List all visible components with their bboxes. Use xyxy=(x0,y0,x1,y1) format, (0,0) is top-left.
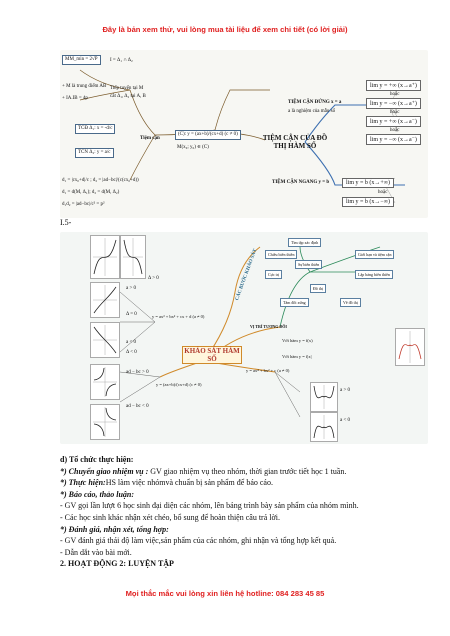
case-label: Δ = 0 xyxy=(126,312,137,317)
intersection-formula: I = Δ₁ ∩ Δ₂ xyxy=(110,58,133,63)
cubic-graph-delta-neg xyxy=(90,322,120,358)
mindmap2-center: KHẢO SÁT HÀM SỐ xyxy=(182,346,242,364)
activity-line: *) Thực hiện:HS làm việc nhómvà chuẩn bị… xyxy=(60,478,273,488)
min-distance-box: MM_min = 2√P xyxy=(62,55,101,65)
mindmap1-center: TIỆM CẬN CỦA ĐỒ THỊ HÀM SỐ xyxy=(262,134,328,150)
bottom-banner: Mọi thắc mắc vui lòng xin liên hệ hotlin… xyxy=(125,589,325,598)
distance-formula-3: d₁d₂ = |ad−bc|/c² = p² xyxy=(62,202,105,207)
activity-line: - GV đánh giá thái độ làm việc,sản phẩm … xyxy=(60,536,337,546)
or-label: hoặc xyxy=(390,128,400,133)
activity-line: *) Báo cáo, thảo luận: xyxy=(60,489,135,499)
cubic-graph-delta-zero xyxy=(90,282,120,318)
case-label: ad − bc > 0 xyxy=(126,370,149,375)
rational-graph-neg xyxy=(90,404,120,440)
note-product: + IA.IB = 4p xyxy=(62,96,88,101)
or-label: hoặc xyxy=(378,190,388,195)
vertical-asymptote-title: TIỆM CẬN ĐỨNG x = a xyxy=(288,100,342,105)
asymptote-branch: Tiệm cận xyxy=(140,136,160,141)
quartic-graph-a-neg xyxy=(310,412,338,442)
vertical-limit: lim y = +∞ (x→a⁺) xyxy=(366,80,421,91)
function-case-a: Với hàm y = f(x) xyxy=(282,338,313,343)
step-box: Giới hạn và tiệm cận xyxy=(355,250,395,259)
horizontal-limit: lim y = b (x→+∞) xyxy=(342,178,395,188)
case-label: a < 0 xyxy=(340,418,351,423)
or-label: hoặc xyxy=(390,92,400,97)
note-midpoint: + M là trung điểm AB xyxy=(62,84,107,89)
step-box: Chiều biến thiên xyxy=(265,250,298,259)
horizontal-asymptote-title: TIỆM CẬN NGANG y = b xyxy=(272,180,330,185)
step-box: Cực trị xyxy=(265,270,283,279)
case-label: a > 0 xyxy=(126,286,137,291)
case-label: ad − bc < 0 xyxy=(126,404,149,409)
case-label: Δ < 0 xyxy=(126,350,137,355)
note-intersect: cắt Δ₁, Δ₂ tại A, B xyxy=(110,94,146,99)
section-label: I.5- xyxy=(60,218,72,227)
step-box: Sự biến thiên xyxy=(295,260,323,269)
or-label: hoặc xyxy=(390,110,400,115)
case-label: a < 0 xyxy=(126,340,137,345)
step-box: Lập bảng biến thiên xyxy=(355,270,393,279)
activity-line: - Các học sinh khác nhận xét chéo, bổ su… xyxy=(60,512,280,522)
activity-heading: d) Tổ chức thực hiện: xyxy=(60,455,134,464)
quartic-formula: y = ax⁴ + bx² + c (a ≠ 0) xyxy=(246,368,290,373)
activity-line: - GV gọi lần lượt 6 học sinh đại diện cá… xyxy=(60,501,359,511)
activity-line: *) Đánh giá, nhận xét, tổng hợp: xyxy=(60,524,169,534)
activity-2-heading: 2. HOẠT ĐỘNG 2: LUYỆN TẬP xyxy=(60,559,174,569)
relation-title: VỊ TRÍ TƯƠNG ĐỐI xyxy=(250,324,287,329)
curve-formula: (C): y = (ax+b)/(cx+d) (c ≠ 0) xyxy=(175,130,241,140)
rational-graph-pos xyxy=(90,364,120,400)
cubic-formula: y = ax³ + bx² + cx + d (a ≠ 0) xyxy=(152,314,205,319)
asymptote-mindmap: MM_min = 2√P I = Δ₁ ∩ Δ₂ + M là trung đi… xyxy=(60,50,428,218)
vertical-asymptote-note: a là nghiệm của mẫu số xyxy=(288,109,336,114)
step-box: Tâm đối xứng xyxy=(280,298,309,307)
quartic-graph-a-pos xyxy=(310,382,338,412)
distance-formula-2: d₁ = d(M, Δ₁); d₂ = d(M, Δ₂) xyxy=(62,190,120,195)
step-box: Đồ thị xyxy=(310,284,327,293)
case-label: Δ > 0 xyxy=(148,276,159,281)
function-survey-mindmap: a > 0 Δ > 0 Δ = 0 Δ < 0 a < 0 ad − bc > … xyxy=(60,232,428,444)
absolute-graph xyxy=(395,328,425,366)
case-label: a > 0 xyxy=(340,388,351,393)
cubic-graph-a-pos xyxy=(90,235,120,279)
function-case-b: Với hàm y = f|x| xyxy=(282,354,312,359)
horizontal-limit: lim y = b (x→−∞) xyxy=(342,197,395,207)
vertical-limit: lim y = −∞ (x→a⁻) xyxy=(366,134,421,145)
step-box: Vẽ đồ thị xyxy=(340,298,361,307)
activity-line: *) Chuyển giao nhiệm vụ : GV giao nhiệm … xyxy=(60,466,347,476)
point-on-curve: M(x₀; y₀) ∈ (C) xyxy=(177,145,209,150)
horizontal-asymptote-formula: TCN Δ₂: y = a/c xyxy=(75,148,114,158)
vertical-limit: lim y = −∞ (x→a⁺) xyxy=(366,98,421,109)
vertical-asymptote-formula: TCĐ Δ₁: x = -d/c xyxy=(75,124,116,134)
activity-section: d) Tổ chức thực hiện: *) Chuyển giao nhi… xyxy=(60,454,440,570)
cubic-graph-a-neg xyxy=(120,235,146,279)
note-tangent: Tiếp tuyến tại M xyxy=(110,86,144,91)
distance-formula-1: d₁ = |cx₀+d|/c ; d₂ = |ad−bc|/(c(cx₀+d)) xyxy=(62,178,139,183)
vertical-limit: lim y = +∞ (x→a⁻) xyxy=(366,116,421,127)
activity-line: - Dẫn dắt vào bài mới. xyxy=(60,547,132,557)
top-banner: Đây là bản xem thử, vui lòng mua tài liệ… xyxy=(102,25,348,34)
rational-formula: y = (ax+b)/(cx+d) (c ≠ 0) xyxy=(156,382,202,387)
step-box: Tìm tập xác định xyxy=(288,238,322,247)
